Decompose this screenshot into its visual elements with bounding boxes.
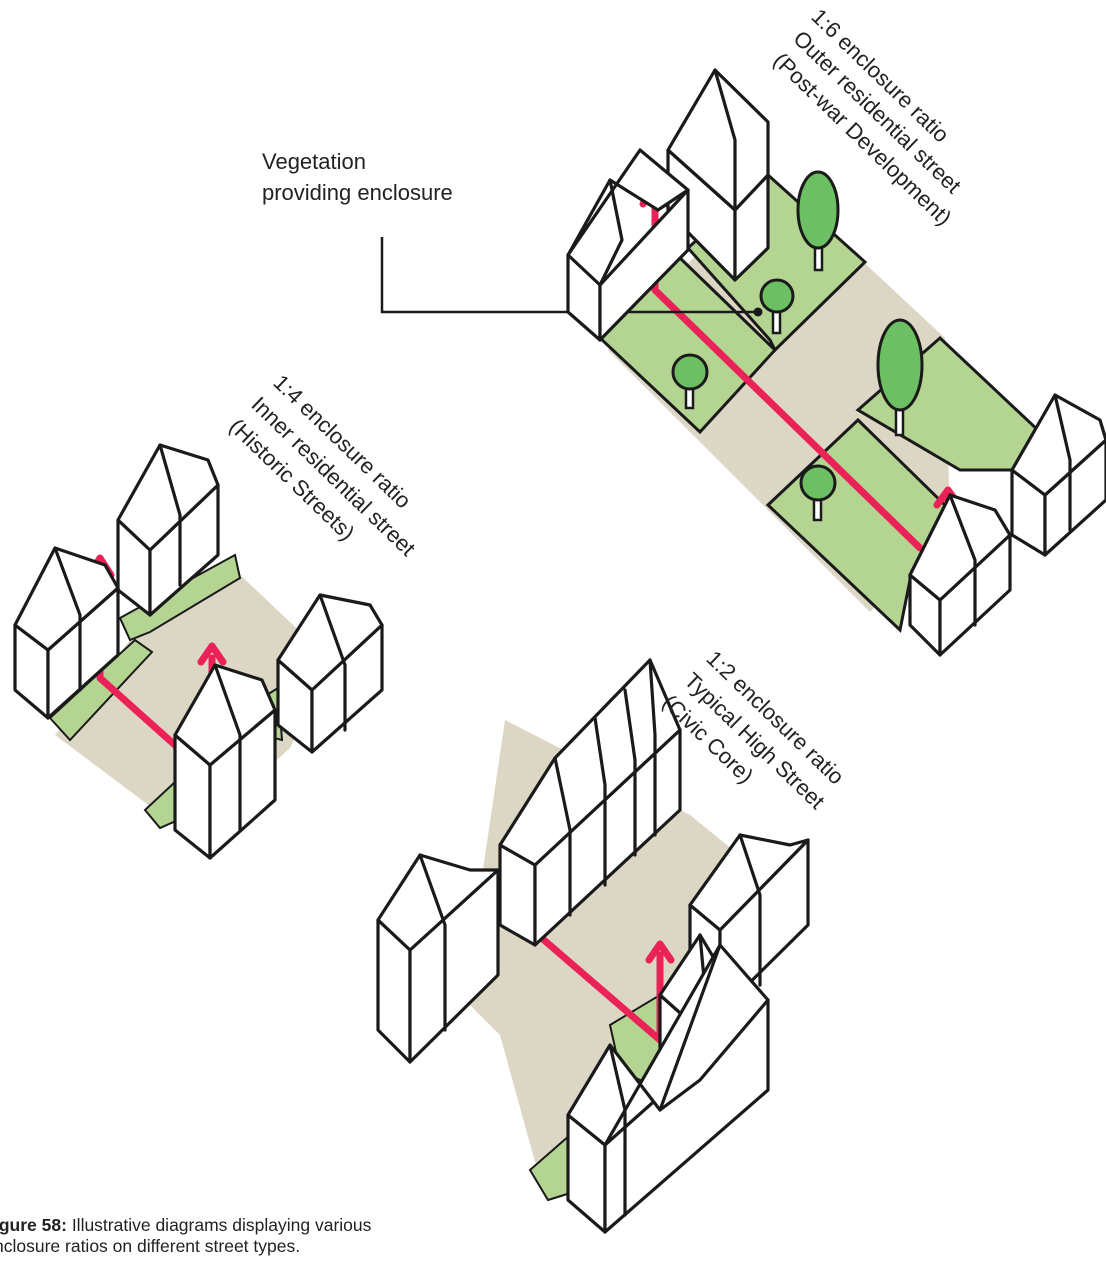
tree-canopy [876,318,924,412]
terrace-ridge [553,756,572,917]
callout-leader-line [380,237,758,314]
terrace-divider-3 [648,658,657,837]
inner-arrow-right-tip [197,642,227,666]
callout-line-2: providing enclosure [262,180,453,205]
inner-house-front [173,663,277,860]
caption-figure-label: igure 58: [0,1215,67,1235]
tree-canopy [759,278,795,314]
house-ridge [1053,393,1072,532]
house-ridge [213,663,242,832]
terrace-divider-2 [623,688,637,857]
caption-line-2: nclosure ratios on different street type… [0,1236,301,1256]
callout-line-1: Vegetation [262,149,366,174]
high-house-left [376,853,500,1064]
house-ridge [158,443,182,587]
tree-tall-upper [796,170,840,272]
house-ridge [318,593,347,732]
inner-verge-upper [118,553,242,642]
outer-house-right [1010,393,1106,557]
house-ridge [418,853,447,1032]
terrace-divider-1 [593,716,607,887]
inner-house-right [276,593,384,754]
house-ridge [713,68,737,212]
house-roof [666,68,770,212]
high-street-diagram: 1:2 enclosure ratio Typical High Street … [376,646,849,1234]
house-roof [1010,393,1106,497]
house-roof-line [658,943,722,1112]
figure-caption: igure 58: Illustrative diagrams displayi… [0,1215,514,1257]
house-roof [13,546,120,652]
callout-dot [753,307,763,317]
tree-small-upper [759,278,795,335]
tree-small-left [671,353,709,410]
caption-text: Illustrative diagrams displaying various [66,1215,372,1235]
tree-canopy [671,353,709,391]
terrace-roof [498,658,682,867]
outer-residential-diagram: 1:6 enclosure ratio Outer residential st… [262,4,1106,657]
caption-line-1: igure 58: Illustrative diagrams displayi… [0,1215,514,1236]
tree-tall-right [876,318,924,437]
house-ridge [53,546,82,692]
house-roof [566,148,690,257]
house-side-face [598,188,690,342]
inner-residential-diagram: 1:4 enclosure ratio Inner residential st… [13,370,420,860]
house-roof [276,593,384,692]
house-ridge [948,493,977,627]
house-roof [908,493,1012,602]
tree-canopy [799,464,837,502]
high-house-front [566,943,770,1234]
house-front-face [566,253,602,342]
house-ridge [608,1043,627,1217]
house-roof [173,663,277,767]
tree-canopy [796,170,840,250]
house-ridge [598,178,624,287]
high-arrow-right-tip [645,940,675,964]
high-terrace-block [498,658,682,947]
house-roof [116,443,220,552]
outer-house-front-right [908,493,1012,657]
house-ridge [738,833,762,987]
inner-house-left [13,546,120,720]
tree-small-lower [799,464,837,522]
outer-house-front-left [566,148,690,342]
house-roof [688,833,810,932]
inner-house-back [116,443,220,617]
